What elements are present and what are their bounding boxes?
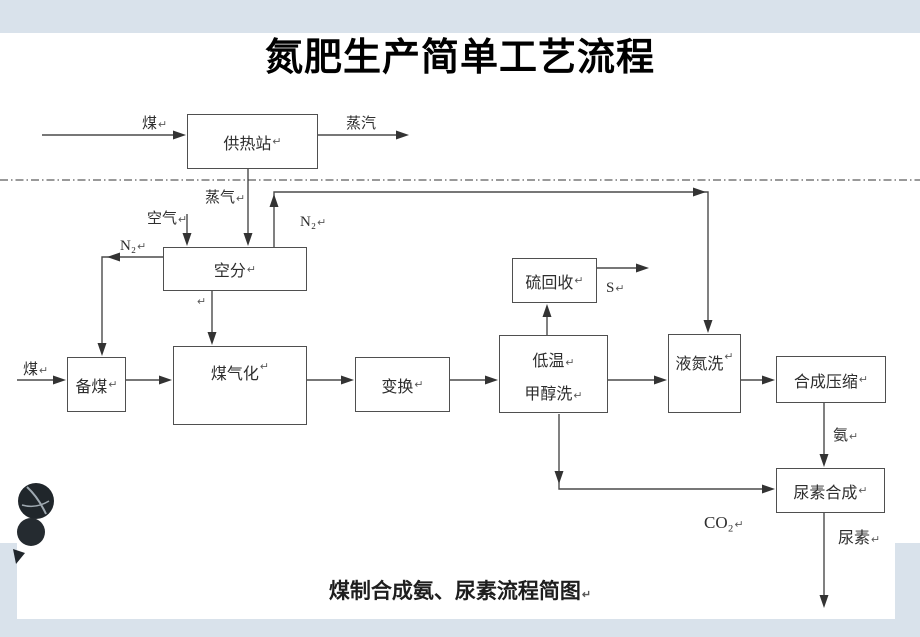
box-label-line: 低温↵ <box>532 346 574 379</box>
box-air-separation: 空分↵ <box>163 247 307 291</box>
paragraph-mark: ↵ <box>849 431 859 443</box>
paragraph-mark: ↵ <box>272 136 282 148</box>
stream-label-text: 氨 <box>833 428 849 444</box>
stream-label-co2: CO₂↵ <box>704 513 744 533</box>
paragraph-mark: ↵ <box>137 241 147 253</box>
stream-label-text: S <box>606 280 615 296</box>
paragraph-mark: ↵ <box>565 357 575 369</box>
box-label: 硫回收 <box>525 274 574 292</box>
paragraph-mark: ↵ <box>259 361 270 373</box>
stream-label-air: 空气↵ <box>147 207 187 228</box>
caption-text: 煤制合成氨、尿素流程简图 <box>328 579 581 603</box>
stream-label-text: CO₂ <box>704 513 734 532</box>
stream-label-text: 蒸气 <box>205 190 236 206</box>
stream-label-text: N₂ <box>120 238 137 254</box>
box-label: 煤气化 <box>210 366 259 383</box>
slide-area-lower <box>17 543 895 619</box>
box-label: 供热站 <box>223 135 272 153</box>
paragraph-mark: ↵ <box>724 351 734 363</box>
paragraph-mark: ↵ <box>574 275 584 287</box>
paragraph-mark: ↵ <box>414 379 424 391</box>
stream-label-steam-out: 蒸汽 <box>346 112 376 133</box>
paragraph-mark: ↵ <box>615 283 625 295</box>
paragraph-mark: ↵ <box>734 519 744 531</box>
stream-label-coal-main: 煤↵ <box>23 358 48 379</box>
paragraph-mark: ↵ <box>236 193 246 205</box>
box-heat-station: 供热站↵ <box>187 114 318 169</box>
slide-title: 氮肥生产简单工艺流程 <box>264 37 655 79</box>
box-shift-conversion: 变换↵ <box>355 357 450 412</box>
stream-label-n2-right: N₂↵ <box>300 214 326 231</box>
stream-label-n2-left: N₂↵ <box>120 238 146 255</box>
paragraph-mark: ↵ <box>178 214 188 226</box>
box-label: 液氮洗 <box>675 356 724 373</box>
box-label: 甲醇洗 <box>524 386 573 403</box>
box-methanol-wash: 低温↵ 甲醇洗↵ <box>499 335 608 413</box>
paragraph-mark: ↵ <box>871 534 881 546</box>
slide-area-upper <box>0 33 920 543</box>
stream-label-text: N₂ <box>300 214 317 230</box>
paragraph-mark: ↵ <box>858 485 868 497</box>
stream-label-urea: 尿素↵ <box>838 524 880 548</box>
paragraph-mark: ↵ <box>39 365 49 377</box>
stream-label-steam-in: 蒸气↵ <box>205 186 245 207</box>
paragraph-mark: ↵ <box>158 119 168 131</box>
stream-label-coal-top: 煤↵ <box>142 112 167 133</box>
stream-label-sulfur: S↵ <box>606 280 625 297</box>
stream-label-text: 煤 <box>23 362 39 378</box>
paragraph-mark: ↵ <box>246 263 257 276</box>
arrowheads <box>53 130 829 608</box>
box-sulfur-recovery: 硫回收↵ <box>512 258 597 303</box>
box-label-line: 甲醇洗↵ <box>524 379 582 412</box>
box-label: 合成压缩 <box>793 373 858 391</box>
stream-label-text: 煤 <box>142 116 158 132</box>
box-coal-gasification: 煤气化↵ <box>173 346 307 425</box>
paragraph-mark: ↵ <box>581 589 592 601</box>
stream-label-text: 空气 <box>147 211 178 227</box>
paragraph-mark: ↵ <box>317 217 327 229</box>
box-liquid-nitrogen-wash: 液氮洗↵ <box>668 334 741 413</box>
stream-label-text: 蒸汽 <box>346 116 377 132</box>
stream-label-text: 尿素 <box>838 530 871 547</box>
box-label: 备煤 <box>75 378 108 396</box>
box-label: 尿素合成 <box>793 484 858 502</box>
box-urea-synthesis: 尿素合成↵ <box>776 468 885 513</box>
diagram-caption: 煤制合成氨、尿素流程简图↵ <box>0 575 920 605</box>
paragraph-mark: ↵ <box>197 296 207 308</box>
box-label: 变换 <box>381 378 414 396</box>
box-label: 低温 <box>532 353 565 370</box>
stream-label-ammonia: 氨↵ <box>833 424 858 445</box>
globe-logo <box>13 483 54 564</box>
paragraph-mark: ↵ <box>573 390 583 402</box>
box-coal-prep: 备煤↵ <box>67 357 126 412</box>
box-label: 空分 <box>213 263 246 280</box>
box-synthesis-compression: 合成压缩↵ <box>776 356 886 403</box>
paragraph-mark: ↵ <box>858 374 869 386</box>
paragraph-mark: ↵ <box>108 379 118 391</box>
